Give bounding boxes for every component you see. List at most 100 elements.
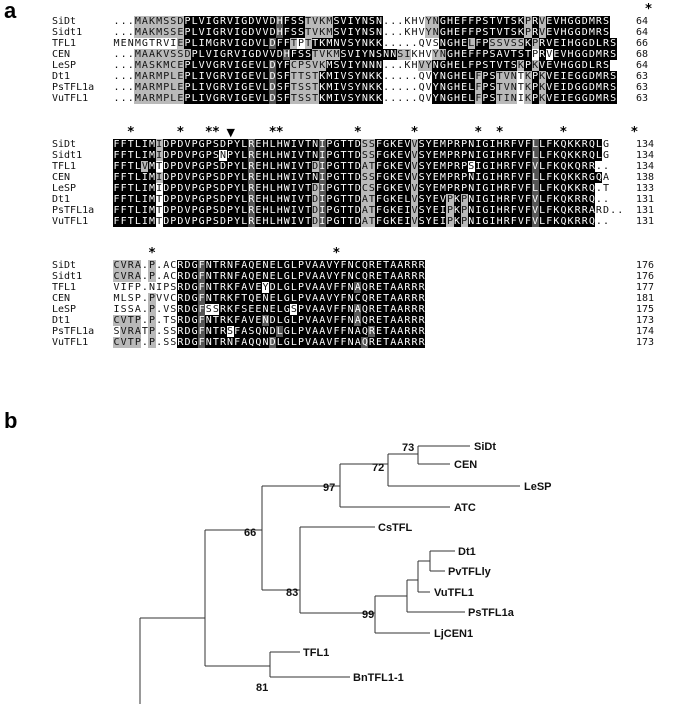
sequence-residues: FFTLIMTDPDVPGPSDPYLREHLHWIVTDIPGTTDATFGK… [113, 216, 610, 227]
alignment-row: SiDt ...MAKMSSDPLVIGRVIGDVVDHFSSTVKMSVIYN… [0, 16, 685, 27]
alignment-row: Dt1 ...MARMPLEPLIVGRVIGEVLDSFTTSTKMIVSYNK… [0, 71, 685, 82]
alignment-row: SiDt FFTLIMIDPDVPGPSDPYLREHLHWIVTNIPGTTDS… [0, 139, 685, 150]
sequence-residues: ...MARMPLEPLIVGRVIGEVLDSFTTSTKMIVSYNKK..… [113, 71, 617, 82]
sequence-residues: MLSP.PVVCRDGFNTRKFTQENELGLPVAAVYFNCQRETA… [113, 293, 426, 304]
sequence-name: CEN [52, 172, 71, 183]
sequence-residues: CVTP.P.TSRDGFNTRKFAVENDLGLPVAAVFFNAQRETA… [113, 315, 426, 326]
alignment-row: LeSP...MASKMCEPLVVGRVIGEVLDYFCPSVKMSVIYN… [0, 60, 685, 71]
sequence-residues: FFTLIMIDPDVPGPSDPYLREHLHWIVTNIPGTTDSSFGK… [113, 139, 610, 150]
alignment-row: Sidt1 FFTLIMIDPDVPGPSNPYLREHLHWIVTNIPGTTD… [0, 150, 685, 161]
alignment-row: PsTFL1a ...MARMPLEPLIVGRVIGEVLDSFTSSTKMIV… [0, 82, 685, 93]
tree-leaf-label: SiDt [474, 441, 496, 453]
sequence-name: TFL1 [52, 38, 77, 49]
sequence-end-position: 63 [636, 71, 649, 82]
tree-leaf-label: LeSP [524, 481, 552, 493]
sequence-name: CEN [52, 49, 71, 60]
sequence-residues: CVRA.P.ACRDGFNTRNFAQENELGLPVAAVYFNCQRETA… [113, 271, 426, 282]
tree-branches [139, 445, 520, 704]
tree-leaf-label: CEN [454, 459, 477, 471]
bootstrap-value: 72 [372, 462, 384, 474]
sequence-end-position: 176 [636, 271, 655, 282]
sequence-end-position: 64 [636, 16, 649, 27]
sequence-name: Dt1 [52, 71, 71, 82]
sequence-name: Dt1 [52, 315, 71, 326]
sequence-name: PsTFL1a [52, 326, 95, 337]
sequence-name: Sidt1 [52, 27, 83, 38]
sequence-residues: ...MARMPLEPLIVGRVIGEVLDSFTSSTKMIVSYNKK..… [113, 82, 617, 93]
alignment-row: CEN MLSP.PVVCRDGFNTRKFTQENELGLPVAAVYFNCQR… [0, 293, 685, 304]
sequence-residues: MENMGTRVIEPLIMGRVIGDVLDFFTPTTKMNVSYNKK..… [113, 38, 617, 49]
sequence-residues: CVRA.P.ACRDGFNTRNFAQENELGLPVAAVYFNCQRETA… [113, 260, 426, 271]
sequence-name: Dt1 [52, 194, 71, 205]
tree-leaf-label: TFL1 [303, 647, 329, 659]
sequence-end-position: 134 [636, 161, 655, 172]
sequence-end-position: 176 [636, 260, 655, 271]
sequence-residues: ...MARMPLEPLIVGRVIGEVLDSFTSSTKMIVSYNKK..… [113, 93, 617, 104]
sequence-end-position: 181 [636, 293, 655, 304]
sequence-name: Sidt1 [52, 150, 83, 161]
alignment-row: Dt1 CVTP.P.TSRDGFNTRKFAVENDLGLPVAAVFFNAQR… [0, 315, 685, 326]
alignment-row: TFL1 FFTLVMTDPDVPGPSDPYLREHLHWIVTDIPGTTDA… [0, 161, 685, 172]
conservation-marks: * * ** ▼ ** * * * * * * [127, 125, 638, 140]
tree-leaf-label: VuTFL1 [434, 587, 474, 599]
sequence-end-position: 66 [636, 38, 649, 49]
sequence-residues: CVTP.P.SSRDGFNTRNFAQQNDLGLPVAAVFFNAQRETA… [113, 337, 426, 348]
sequence-residues: FFTLIMIDPDVPGPSDPYLREHLHWIVTDIPGTTDCSFGK… [113, 183, 610, 194]
sequence-end-position: 173 [636, 315, 655, 326]
panel-a-label: a [4, 0, 17, 23]
sequence-end-position: 173 [636, 337, 655, 348]
sequence-name: TFL1 [52, 282, 77, 293]
conservation-marks: * * [148, 246, 340, 261]
bootstrap-value: 73 [402, 442, 414, 454]
sequence-residues: ISSA.P.VSRDGFSSRKFSEENELGSPVAAVFFNAQRETA… [113, 304, 426, 315]
sequence-end-position: 133 [636, 183, 655, 194]
sequence-name: PsTFL1a [52, 82, 95, 93]
sequence-residues: ...MAKMSSEPLVIGRVIGDVVDHFSSTVKMSVIYNSN..… [113, 27, 610, 38]
alignment-row: TFL1 VIFP.NIPSRDGFNTRKFAVEYDLGLPVAAVFFNAQ… [0, 282, 685, 293]
tree-leaf-label: ATC [454, 502, 476, 514]
tree-leaf-label: Dt1 [458, 546, 476, 558]
alignment-row: LeSP ISSA.P.VSRDGFSSRKFSEENELGSPVAAVFFNAQ… [0, 304, 685, 315]
sequence-residues: FFTLVMTDPDVPGPSDPYLREHLHWIVTDIPGTTDATFGK… [113, 161, 610, 172]
sequence-end-position: 64 [636, 60, 649, 71]
bootstrap-value: 66 [244, 527, 256, 539]
sequence-residues: FFTLIMIDPDVPGPSNPYLREHLHWIVTNIPGTTDSSFGK… [113, 150, 610, 161]
bootstrap-value: 83 [286, 587, 298, 599]
sequence-end-position: 134 [636, 139, 655, 150]
sequence-name: TFL1 [52, 161, 77, 172]
sequence-name: LeSP [52, 304, 77, 315]
sequence-residues: VIFP.NIPSRDGFNTRKFAVEYDLGLPVAAVFFNAQRETA… [113, 282, 426, 293]
sequence-name: Sidt1 [52, 271, 83, 282]
sequence-end-position: 64 [636, 27, 649, 38]
sequence-name: VuTFL1 [52, 93, 89, 104]
sequence-name: LeSP [52, 60, 77, 71]
sequence-residues: ...MAAKVSSDPLVIGRVIGDVVDHFSSTVKMSVIYNSNN… [113, 49, 617, 60]
bootstrap-value: 97 [323, 482, 335, 494]
panel-b-label: b [4, 408, 18, 433]
tree-leaf-label: CsTFL [378, 522, 413, 534]
sequence-residues: FFTLIMTDPDVPGPSDPYLREHLHWIVTDIPGTTDATFGK… [113, 194, 610, 205]
sequence-name: SiDt [52, 139, 77, 150]
alignment-row: VuTFL1 ...MARMPLEPLIVGRVIGEVLDSFTSSTKMIVS… [0, 93, 685, 104]
bootstrap-value: 81 [256, 682, 268, 694]
sequence-end-position: 63 [636, 82, 649, 93]
alignment-row: TFL1 MENMGTRVIEPLIMGRVIGDVLDFFTPTTKMNVSYN… [0, 38, 685, 49]
alignment-row: VuTFL1 CVTP.P.SSRDGFNTRNFAQQNDLGLPVAAVFFN… [0, 337, 685, 348]
sequence-name: SiDt [52, 16, 77, 27]
alignment-row: Sidt1 ...MAKMSSEPLVIGRVIGDVVDHFSSTVKMSVIY… [0, 27, 685, 38]
sequence-residues: ...MAKMSSDPLVIGRVIGDVVDHFSSTVKMSVIYNSN..… [113, 16, 610, 27]
sequence-residues: FFTLIMTDPDVPGPSDPYLREHLHWIVTDIPGTTDATFGK… [113, 205, 624, 216]
sequence-end-position: 134 [636, 150, 655, 161]
sequence-name: CEN [52, 293, 71, 304]
sequence-end-position: 68 [636, 49, 649, 60]
conservation-marks: * [645, 2, 652, 17]
sequence-end-position: 175 [636, 304, 655, 315]
sequence-name: VuTFL1 [52, 337, 89, 348]
tree-leaf-label: PvTFLly [448, 566, 492, 578]
tree-leaf-label: BnTFL1-1 [353, 672, 404, 684]
